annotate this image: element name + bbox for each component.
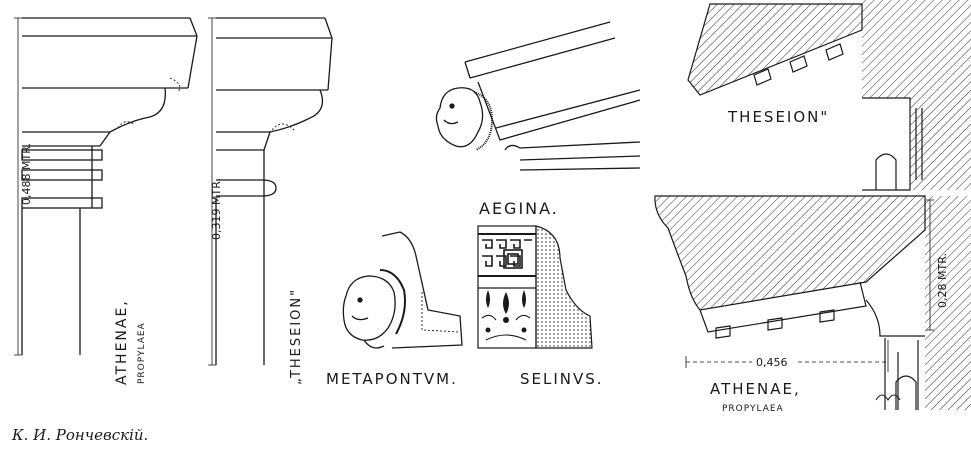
sima-aegina <box>435 21 641 171</box>
profile-athenae-propylaea <box>14 17 198 356</box>
dim-right-horizontal-label: 0,456 <box>756 356 788 369</box>
author-signature: К. И. Рончевскій. <box>12 426 149 444</box>
label-metapontum: METAPONTVM. <box>326 370 458 388</box>
sima-metapontum <box>342 231 463 349</box>
profile-theseion <box>208 17 333 366</box>
label-athenae-right: ATHENAE, <box>710 380 801 398</box>
dim-left-label: 0,488 MTR. <box>20 143 33 205</box>
section-theseion-geison <box>687 0 971 191</box>
dim-right-vertical-label: 0,28 MTR. <box>936 253 949 308</box>
dim-mid-label: 0,319 MTR. <box>210 178 223 240</box>
label-theseion-right: THESEION" <box>727 108 829 126</box>
label-theseion-vertical: „THESEION" <box>289 288 304 385</box>
label-selinus: SELINVS. <box>520 370 604 388</box>
label-propylaea-right: PROPYLAEA <box>722 404 784 414</box>
sima-selinus <box>477 225 593 349</box>
label-propylaea-left: PROPYLAEA <box>137 322 147 384</box>
section-propylaea-geison <box>654 195 971 410</box>
label-aegina: AEGINA. <box>479 199 559 218</box>
label-athenae-left: ATHENAE, <box>114 299 130 385</box>
dim-label-mask <box>752 352 796 368</box>
